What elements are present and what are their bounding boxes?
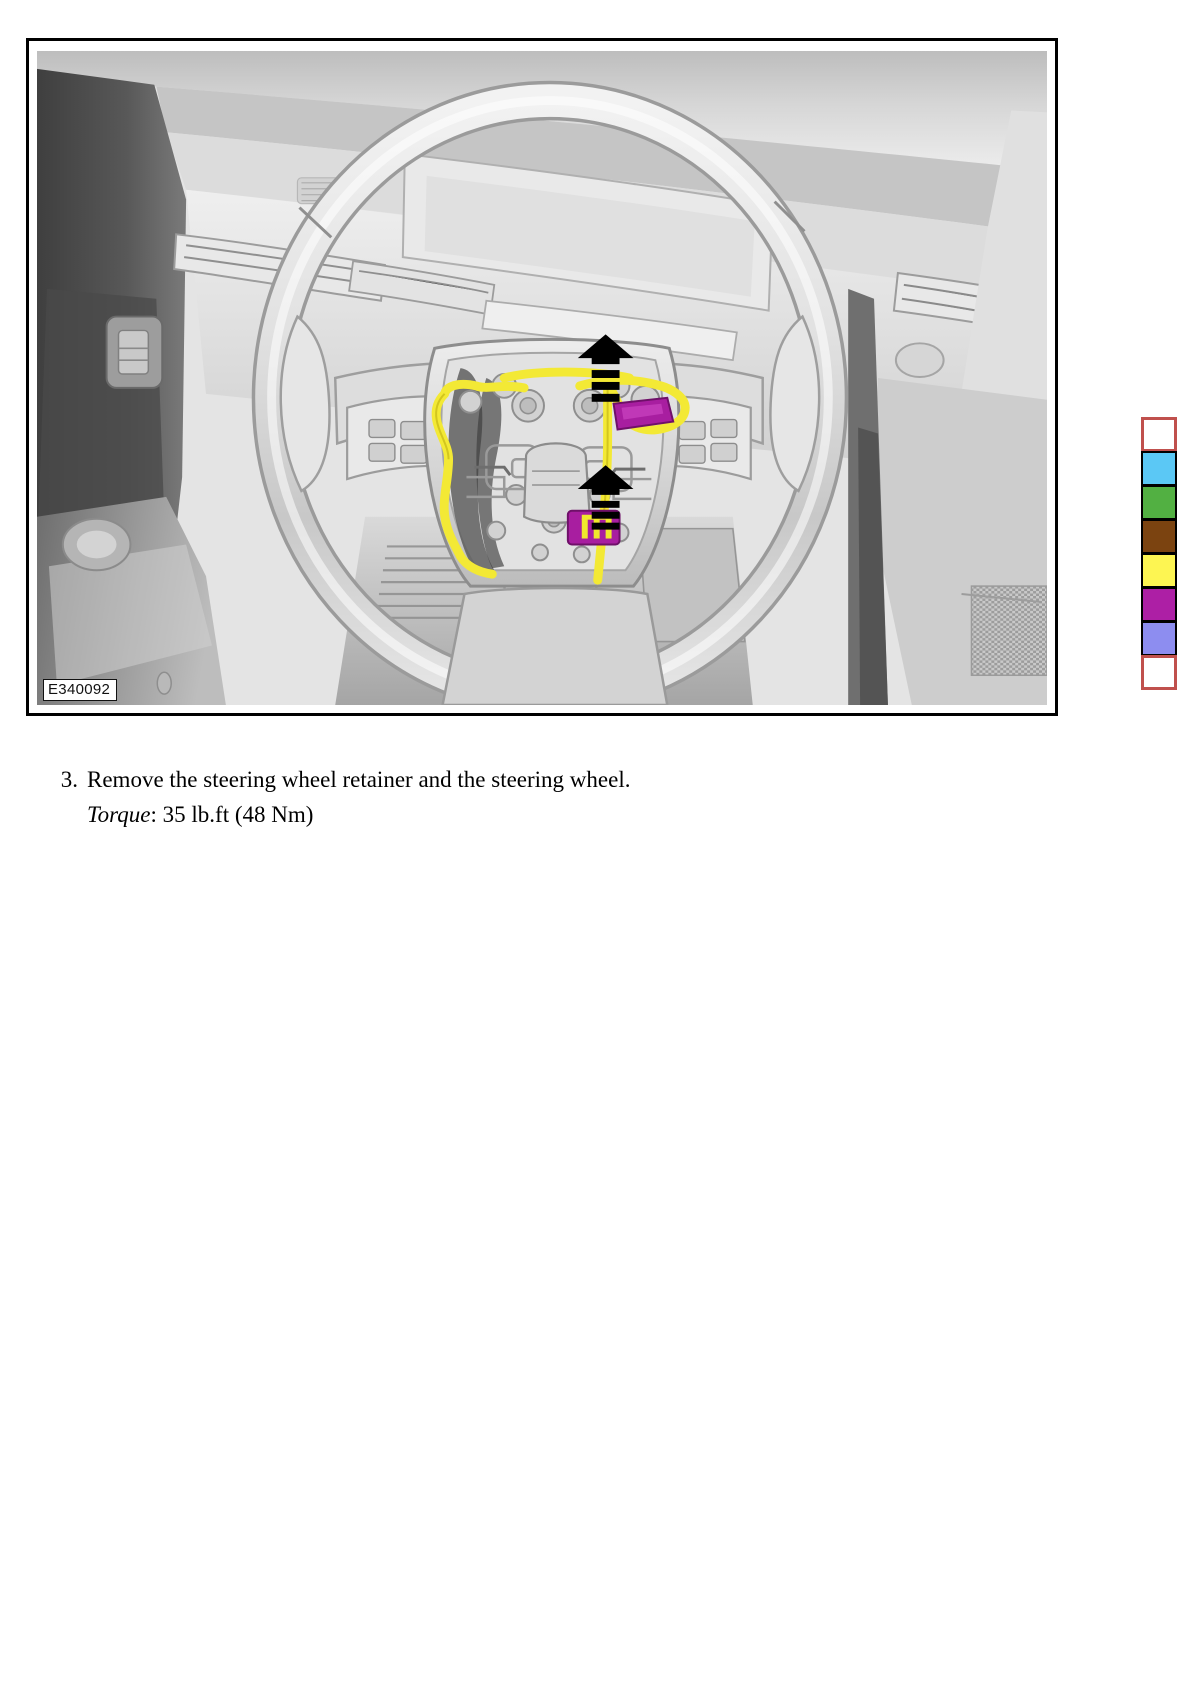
step-instruction-text: Remove the steering wheel retainer and t… — [87, 767, 631, 792]
swatch-green — [1141, 485, 1177, 520]
figure-frame: E340092 — [26, 38, 1058, 716]
torque-spec: Torque: 35 lb.ft (48 Nm) — [87, 799, 944, 832]
step-item: 3. Remove the steering wheel retainer an… — [44, 764, 944, 831]
callout-arrow-lower — [577, 465, 634, 530]
callout-arrow-upper — [577, 334, 634, 402]
procedure-steps: 3. Remove the steering wheel retainer an… — [44, 764, 944, 831]
steering-wheel-illustration — [37, 51, 1047, 705]
swatch-magenta — [1141, 587, 1177, 622]
swatch-violet — [1141, 621, 1177, 656]
swatch-registration-white-top — [1141, 417, 1177, 452]
swatch-brown — [1141, 519, 1177, 554]
torque-value: : 35 lb.ft (48 Nm) — [150, 801, 314, 827]
swatch-yellow — [1141, 553, 1177, 588]
color-calibration-strip — [1141, 417, 1181, 690]
step-number: 3. — [60, 767, 78, 792]
step-body: Remove the steering wheel retainer and t… — [87, 764, 944, 831]
figure-illustration: E340092 — [37, 51, 1047, 705]
swatch-cyan — [1141, 451, 1177, 486]
connector-upper — [612, 396, 675, 431]
swatch-registration-white-bottom — [1141, 655, 1177, 690]
figure-id-label: E340092 — [43, 678, 118, 701]
torque-label: Torque — [87, 801, 151, 827]
